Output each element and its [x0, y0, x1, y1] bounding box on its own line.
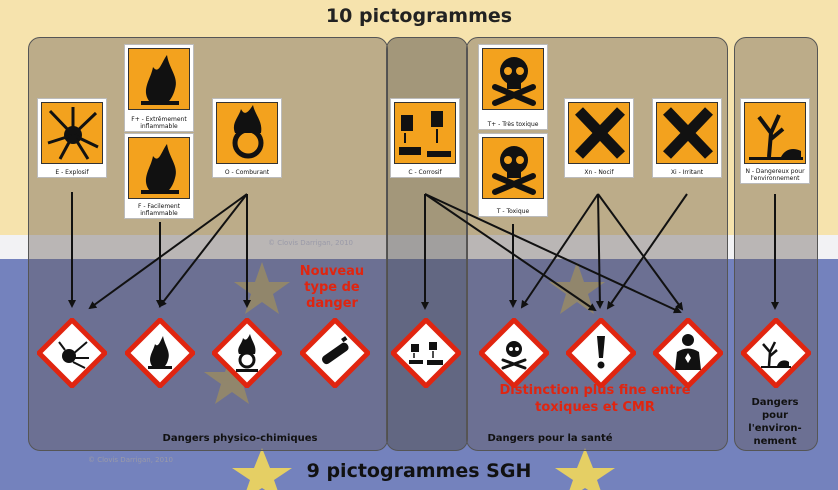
exclamation-icon: [597, 336, 605, 369]
health-hazard-icon: [675, 334, 701, 370]
star-icon: [234, 262, 290, 314]
old-symbol-corrosif: C - Corrosif: [390, 98, 460, 178]
skull-icon: [482, 48, 544, 110]
old-symbol-caption: F+ - Extrêmement inflammable: [131, 116, 187, 130]
corrosion-icon: [394, 102, 456, 164]
old-symbol-caption: F - Facilement inflammable: [137, 203, 181, 217]
old-symbol-tres-toxique: T+ - Très toxique: [478, 44, 548, 130]
corrosion-icon: [409, 342, 443, 365]
flame-icon: [128, 48, 190, 110]
cross-icon: [656, 102, 718, 164]
old-symbol-irritant: Xi - Irritant: [652, 98, 722, 178]
old-symbol-facilement-inflammable: F - Facilement inflammable: [124, 133, 194, 219]
star-icon: [555, 448, 615, 490]
old-symbol-explosif: E - Explosif: [37, 98, 107, 178]
old-symbol-caption: C - Corrosif: [408, 169, 442, 176]
exploding-bomb-icon: [58, 341, 89, 369]
explosion-icon: [41, 102, 103, 164]
annotation-distinction: Distinction plus fine entre toxiques et …: [499, 383, 691, 415]
category-environnement: Dangers pour l'environ-nement: [748, 397, 802, 447]
ghs-corrosion: [391, 318, 461, 388]
skull-icon: [482, 137, 544, 199]
star-icon: [232, 448, 292, 490]
title-bottom: 9 pictogrammes SGH: [306, 460, 532, 482]
old-symbol-dangereux-environnement: N - Dangereux pour l'environnement: [740, 98, 810, 184]
category-sante: Dangers pour la santé: [487, 433, 613, 444]
old-symbol-caption: Xn - Nocif: [584, 169, 614, 176]
arrow: [424, 193, 597, 312]
old-symbol-comburant: O - Comburant: [212, 98, 282, 178]
arrow: [158, 193, 248, 308]
flame-icon: [128, 137, 190, 199]
ghs-explosion: [37, 318, 107, 388]
old-symbol-caption: Xi - Irritant: [670, 169, 704, 176]
flame-over-circle-icon: [236, 334, 258, 372]
gas-cylinder-icon: [321, 336, 349, 365]
ghs-danger-sante: [653, 318, 723, 388]
old-symbol-caption: T+ - Très toxique: [487, 121, 539, 128]
star-icon: [549, 262, 605, 314]
environment-icon: [761, 341, 791, 368]
ghs-flamme: [125, 318, 195, 388]
dead-tree-icon: [744, 102, 806, 164]
arrow: [88, 193, 248, 310]
ghs-point-exclamation: [566, 318, 636, 388]
arrow: [606, 193, 688, 310]
arrow: [595, 193, 604, 309]
title-top: 10 pictogrammes: [325, 5, 513, 27]
ghs-flamme-cercle: [212, 318, 282, 388]
old-symbol-caption: N - Dangereux pour l'environnement: [745, 168, 805, 182]
arrow: [424, 193, 682, 314]
old-symbol-caption: T - Toxique: [496, 208, 530, 215]
flame-icon: [148, 336, 172, 369]
flame-over-circle-icon: [216, 102, 278, 164]
arrow: [520, 193, 599, 309]
watermark: © Clovis Darrigan, 2010: [88, 456, 173, 464]
arrow: [597, 193, 684, 311]
category-physico-chimiques: Dangers physico-chimiques: [162, 433, 318, 444]
cross-icon: [568, 102, 630, 164]
old-symbol-nocif: Xn - Nocif: [564, 98, 634, 178]
ghs-tete-de-mort: [479, 318, 549, 388]
skull-icon: [501, 341, 527, 370]
old-symbol-extremement-inflammable: F+ - Extrêmement inflammable: [124, 44, 194, 132]
old-symbol-toxique: T - Toxique: [478, 133, 548, 217]
old-symbol-caption: O - Comburant: [224, 169, 270, 176]
ghs-environnement: [741, 318, 811, 388]
ghs-bouteille-gaz: [300, 318, 370, 388]
old-symbol-caption: E - Explosif: [55, 169, 89, 176]
annotation-nouveau-type: Nouveau type de danger: [299, 264, 365, 311]
watermark: © Clovis Darrigan, 2010: [268, 239, 353, 247]
star-icon: [204, 352, 260, 404]
